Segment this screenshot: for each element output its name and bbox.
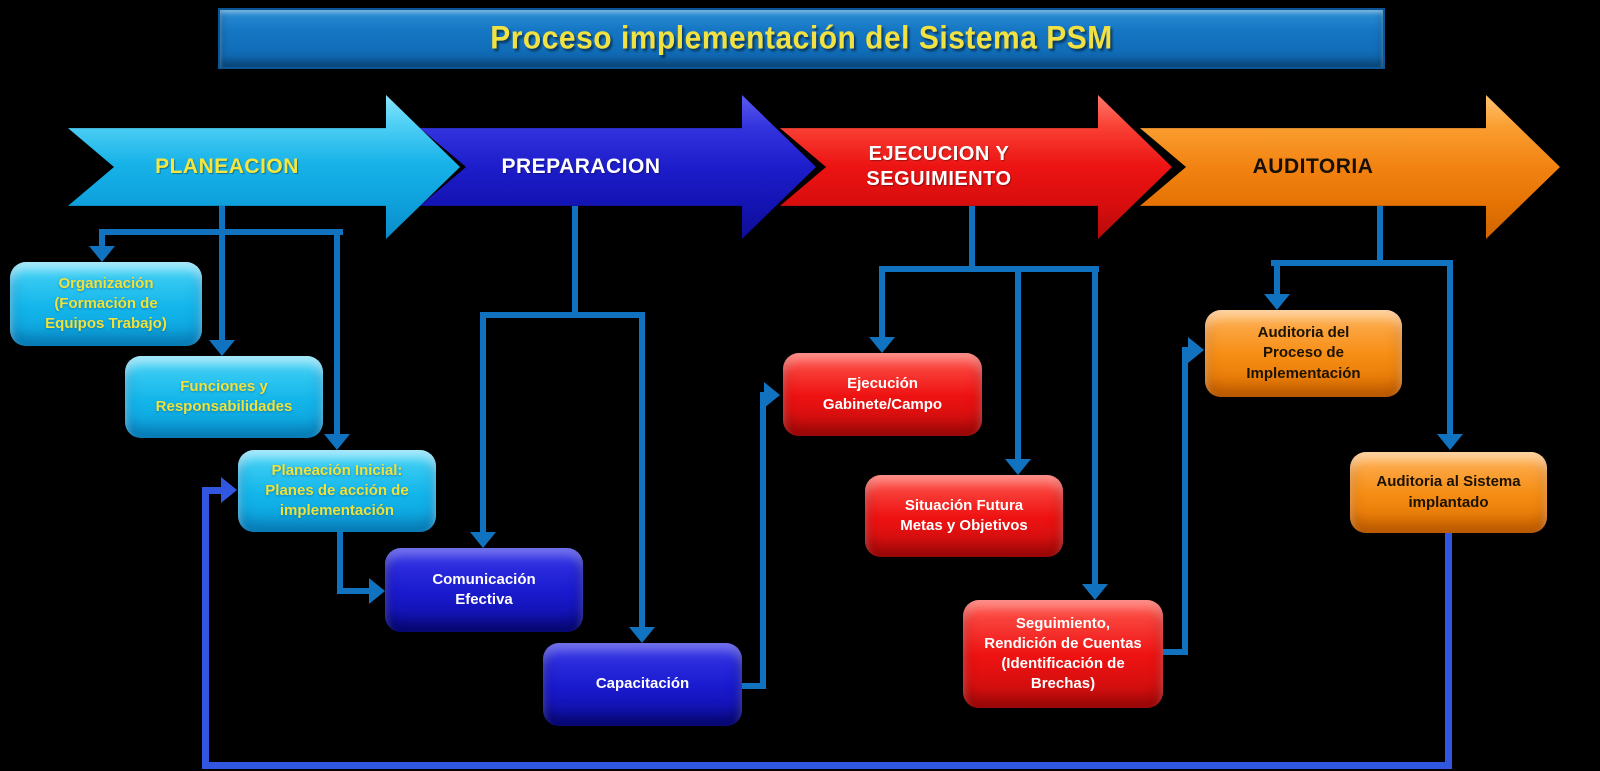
box-comunicacion-efectiva: Comunicación Efectiva: [385, 548, 583, 632]
arrowhead-into-auditoria-proceso-top: [1264, 294, 1290, 310]
line-planinicial-right: [337, 588, 369, 594]
stage-arrow-ejecucion-seguimiento: EJECUCION Y SEGUIMIENTO: [780, 95, 1172, 239]
arrowhead-into-seguimiento: [1082, 584, 1108, 600]
box-funciones-responsabilidades: Funciones y Responsabilidades: [125, 356, 323, 438]
stage-label-auditoria: AUDITORIA: [1252, 154, 1374, 178]
arrowhead-into-auditoria-proceso-left: [1188, 337, 1204, 363]
arrowhead-into-organizacion: [89, 246, 115, 262]
stage-arrow-preparacion: PREPARACION: [420, 95, 816, 239]
box-auditoria-sistema: Auditoria al Sistema implantado: [1350, 452, 1547, 533]
line-preparacion-split-bar: [480, 312, 645, 318]
stage-label-planeacion: PLANEACION: [155, 154, 299, 178]
line-to-auditoria-sistema: [1447, 260, 1453, 434]
line-ejecucion-drop: [969, 206, 975, 272]
arrowhead-into-capacitacion: [629, 627, 655, 643]
loop-line-down-right: [1445, 533, 1452, 766]
arrowhead-into-ejecucion-left: [764, 382, 780, 408]
line-to-capacitacion: [639, 312, 645, 627]
arrowhead-into-funciones: [209, 340, 235, 356]
page-title: Proceso implementación del Sistema PSM: [490, 20, 1113, 56]
loop-line-up-left: [202, 487, 209, 769]
line-to-funciones: [219, 229, 225, 340]
arrowhead-into-ejecucion-gabinete: [869, 337, 895, 353]
loop-line-into-planinicial: [202, 487, 222, 494]
line-ejecucion-split-bar: [879, 266, 1099, 272]
title-banner: Proceso implementación del Sistema PSM: [218, 8, 1385, 69]
box-ejecucion-gabinete-campo: Ejecución Gabinete/Campo: [783, 353, 982, 436]
stage-arrow-planeacion: PLANEACION: [68, 95, 460, 239]
line-planinicial-down: [337, 532, 343, 594]
line-to-seguimiento: [1092, 266, 1098, 584]
line-to-situacion-futura: [1015, 266, 1021, 459]
line-capacitacion-up: [760, 392, 766, 689]
line-seguimiento-out: [1163, 649, 1188, 655]
line-preparacion-drop: [572, 206, 578, 318]
line-to-ejecucion-gabinete: [879, 266, 885, 337]
loop-arrowhead-into-planeacion-inicial: [221, 477, 237, 503]
line-planeacion-drop: [219, 206, 225, 235]
box-seguimiento-rendicion: Seguimiento, Rendición de Cuentas (Ident…: [963, 600, 1163, 708]
line-to-planeacion-inicial: [334, 229, 340, 434]
line-to-organizacion: [99, 229, 105, 246]
box-capacitacion: Capacitación: [543, 643, 742, 726]
stage-label-ejecucion-seguimiento: EJECUCION Y SEGUIMIENTO: [866, 142, 1012, 190]
arrowhead-into-auditoria-sistema: [1437, 434, 1463, 450]
line-to-auditoria-proceso: [1274, 260, 1280, 294]
box-organizacion: Organización (Formación de Equipos Traba…: [10, 262, 202, 346]
box-planeacion-inicial: Planeación Inicial: Planes de acción de …: [238, 450, 436, 532]
line-to-comunicacion: [480, 312, 486, 532]
line-auditoria-drop: [1377, 206, 1383, 266]
loop-line-bottom: [202, 762, 1452, 769]
stage-arrow-auditoria: AUDITORIA: [1140, 95, 1560, 239]
box-situacion-futura: Situación Futura Metas y Objetivos: [865, 475, 1063, 557]
arrowhead-into-comunicacion-top: [470, 532, 496, 548]
box-auditoria-proceso: Auditoria del Proceso de Implementación: [1205, 310, 1402, 397]
arrowhead-into-situacion-futura: [1005, 459, 1031, 475]
line-capacitacion-out: [742, 683, 766, 689]
line-seguimiento-up: [1182, 347, 1188, 652]
line-auditoria-split-bar: [1271, 260, 1453, 266]
arrowhead-into-comunicacion-left: [369, 578, 385, 604]
stage-label-preparacion: PREPARACION: [501, 154, 661, 178]
arrowhead-into-planeacion-inicial: [324, 434, 350, 450]
